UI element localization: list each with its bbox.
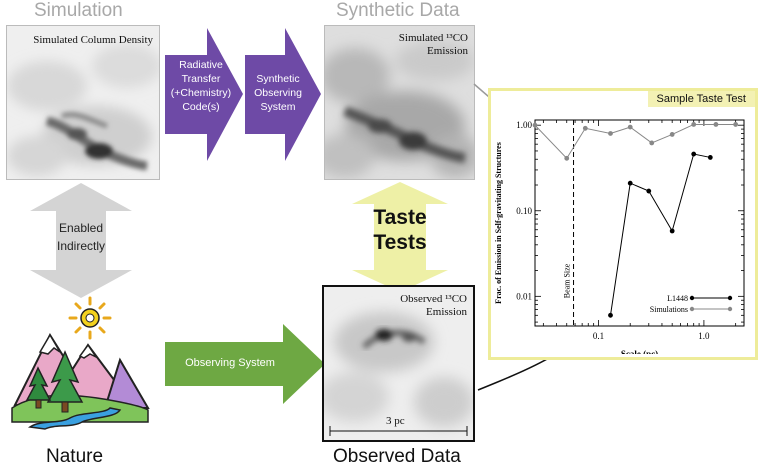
observing-system-label: Observing System <box>185 357 275 369</box>
observed-13co-caption: Observed ¹³CO Emission <box>400 293 467 319</box>
data-point <box>627 124 633 130</box>
simulation-title: Simulation <box>34 0 123 21</box>
synthetic-observing-arrow <box>245 28 321 161</box>
nature-landscape-icon <box>11 296 150 430</box>
taste-tests-line-1: Taste <box>373 206 427 229</box>
data-point <box>532 122 538 128</box>
data-point <box>627 180 633 186</box>
observed-13co-caption-line-2: Emission <box>426 306 467 318</box>
observed-data-label: Observed Data <box>333 446 461 467</box>
observed-13co-panel: Observed ¹³CO Emission 3 pc <box>322 285 475 442</box>
nature-label: Nature <box>46 446 104 467</box>
beam-size-label: Beam Size <box>563 263 572 298</box>
column-density-image <box>7 26 159 179</box>
series-line-0 <box>609 153 711 316</box>
pine-tree-icon <box>46 350 84 413</box>
data-point <box>564 155 570 161</box>
synthetic-observing-line-3: System <box>260 101 296 113</box>
simulated-column-density-panel: Simulated Column Density <box>6 25 160 180</box>
data-point <box>649 140 655 146</box>
legend-label-1: Simulations <box>650 305 688 314</box>
inset-title: Sample Taste Test <box>647 91 755 107</box>
legend-marker <box>727 295 733 301</box>
data-point <box>608 131 613 136</box>
enabled-indirectly-line-2: Indirectly <box>56 239 106 253</box>
data-point <box>608 312 613 318</box>
simulated-13co-panel: Simulated ¹³CO Emission <box>324 25 475 180</box>
synthetic-data-title: Synthetic Data <box>336 0 460 21</box>
synthetic-observing-line-1: Synthetic <box>256 73 300 85</box>
taste-tests-label: Taste Tests <box>360 205 440 255</box>
synthetic-observing-label: Synthetic Observing System <box>245 72 311 114</box>
observed-13co-caption-line-1: Observed ¹³CO <box>400 293 467 305</box>
scale-bar-label: 3 pc <box>386 415 405 427</box>
observed-13co-image <box>324 287 473 440</box>
x-tick-label: 1.0 <box>698 331 710 341</box>
taste-tests-arrow <box>352 182 448 292</box>
enabled-indirectly-label: Enabled Indirectly <box>40 219 122 255</box>
plot-frame <box>534 119 745 327</box>
data-point <box>733 122 739 127</box>
sample-taste-test-inset: Sample Taste Test <box>488 88 758 360</box>
data-point <box>713 122 719 127</box>
data-point <box>669 228 675 234</box>
data-point <box>691 122 697 127</box>
y-tick-label: 1.00 <box>516 120 532 130</box>
data-point <box>646 188 652 194</box>
x-tick-label: 0.1 <box>593 331 604 341</box>
observing-system-arrow <box>165 324 325 404</box>
legend-label-0: L1448 <box>667 294 688 303</box>
enabled-indirectly-line-1: Enabled <box>58 221 104 235</box>
y-tick-label: 0.10 <box>516 206 532 216</box>
radiative-transfer-line-1: Radiative <box>179 59 223 71</box>
synthetic-observing-line-2: Observing <box>254 87 302 99</box>
radiative-transfer-line-2: Transfer <box>181 73 221 85</box>
simulated-13co-caption: Simulated ¹³CO Emission <box>399 32 468 58</box>
y-axis-label: Frac. of Emission in Self-gravitating St… <box>494 142 503 304</box>
y-tick-label: 0.01 <box>516 291 532 301</box>
simulated-13co-caption-line-2: Emission <box>427 45 468 57</box>
simulated-13co-caption-line-1: Simulated ¹³CO <box>398 32 468 44</box>
taste-tests-line-2: Tests <box>373 231 427 254</box>
data-point <box>669 132 675 137</box>
enabled-indirectly-arrow <box>30 183 132 298</box>
column-density-caption: Simulated Column Density <box>33 34 153 46</box>
radiative-transfer-line-4: Code(s) <box>182 101 220 113</box>
radiative-transfer-line-3: (+Chemistry) <box>170 87 232 99</box>
legend-marker <box>727 306 733 312</box>
x-axis-label: Scale (pc) <box>621 349 658 354</box>
series-line-1 <box>534 123 736 160</box>
sun-icon <box>68 296 112 340</box>
simulated-13co-image <box>325 26 474 179</box>
data-point <box>707 155 713 160</box>
legend-marker <box>689 295 695 301</box>
radiative-transfer-arrow <box>165 28 243 161</box>
radiative-transfer-label: Radiative Transfer (+Chemistry) Code(s) <box>165 58 237 114</box>
data-point <box>691 151 697 157</box>
legend-marker <box>689 306 695 312</box>
data-point <box>582 125 588 131</box>
